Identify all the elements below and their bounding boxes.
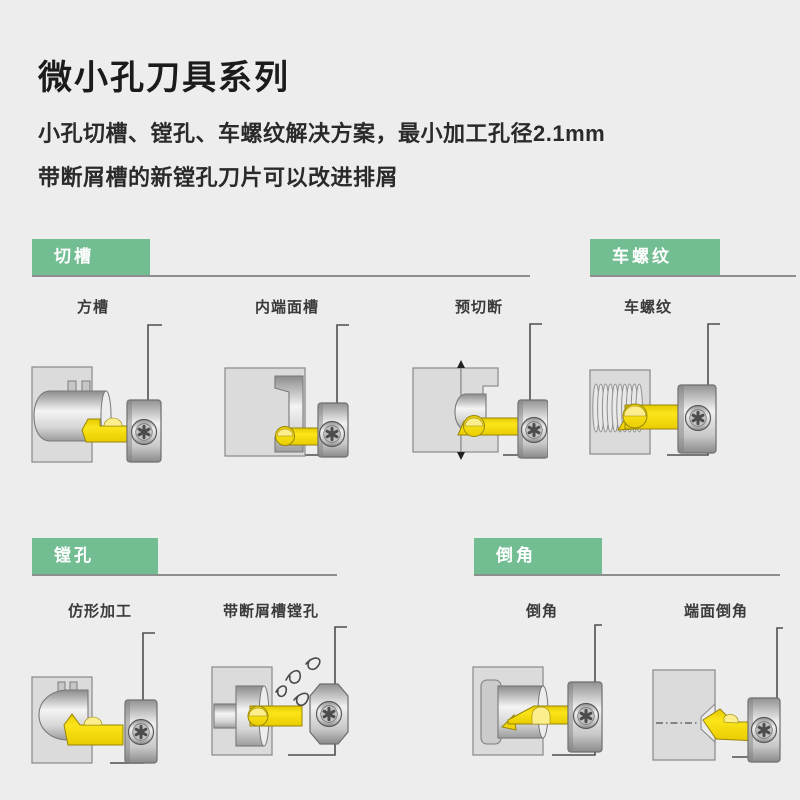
section-header-chamfer: 倒角: [474, 538, 780, 576]
workpiece-block: [412, 367, 462, 453]
section-tag-boring: 镗孔: [32, 538, 158, 574]
item-label-thread-turning: 车螺纹: [623, 299, 672, 316]
chip-curls-icon: [275, 657, 321, 707]
section-header-threading: 车螺纹: [590, 239, 796, 277]
item-label-face-chamfer: 端面倒角: [683, 603, 748, 620]
section-tag-grooving: 切槽: [32, 239, 150, 275]
item-label-square-groove: 方槽: [76, 299, 109, 316]
subtitle-line-2: 带断屑槽的新镗孔刀片可以改进排屑: [38, 165, 399, 190]
cutting-tool: [63, 713, 124, 746]
cut-mark-arrow-bottom: [457, 452, 465, 460]
illustration-profiling: [28, 620, 188, 770]
illustration-internal-face-groove: [215, 318, 360, 463]
cut-mark-arrow-top: [457, 360, 465, 368]
item-label-profiling: 仿形加工: [67, 603, 132, 620]
illustration-face-chamfer: [640, 620, 790, 770]
section-header-grooving: 切槽: [32, 239, 530, 277]
illustration-pre-cutoff: [398, 318, 548, 463]
item-label-chipbreaker-boring: 带断屑槽镗孔: [222, 603, 319, 620]
item-label-chamfer: 倒角: [525, 603, 558, 620]
illustration-thread-turning: [572, 318, 732, 468]
section-tag-chamfer: 倒角: [474, 538, 602, 574]
subtitle-line-1: 小孔切槽、镗孔、车螺纹解决方案，最小加工孔径2.1mm: [38, 121, 606, 146]
illustration-chamfer: [448, 620, 608, 770]
corner-bracket: [503, 323, 542, 456]
illustration-square-groove: [28, 318, 188, 468]
section-tag-threading: 车螺纹: [590, 239, 720, 275]
section-header-boring: 镗孔: [32, 538, 337, 576]
item-label-pre-cutoff: 预切断: [454, 299, 503, 316]
item-label-internal-face-groove: 内端面槽: [254, 299, 319, 316]
illustration-chipbreaker-boring: [190, 620, 355, 770]
page-title: 微小孔刀具系列: [38, 59, 290, 97]
